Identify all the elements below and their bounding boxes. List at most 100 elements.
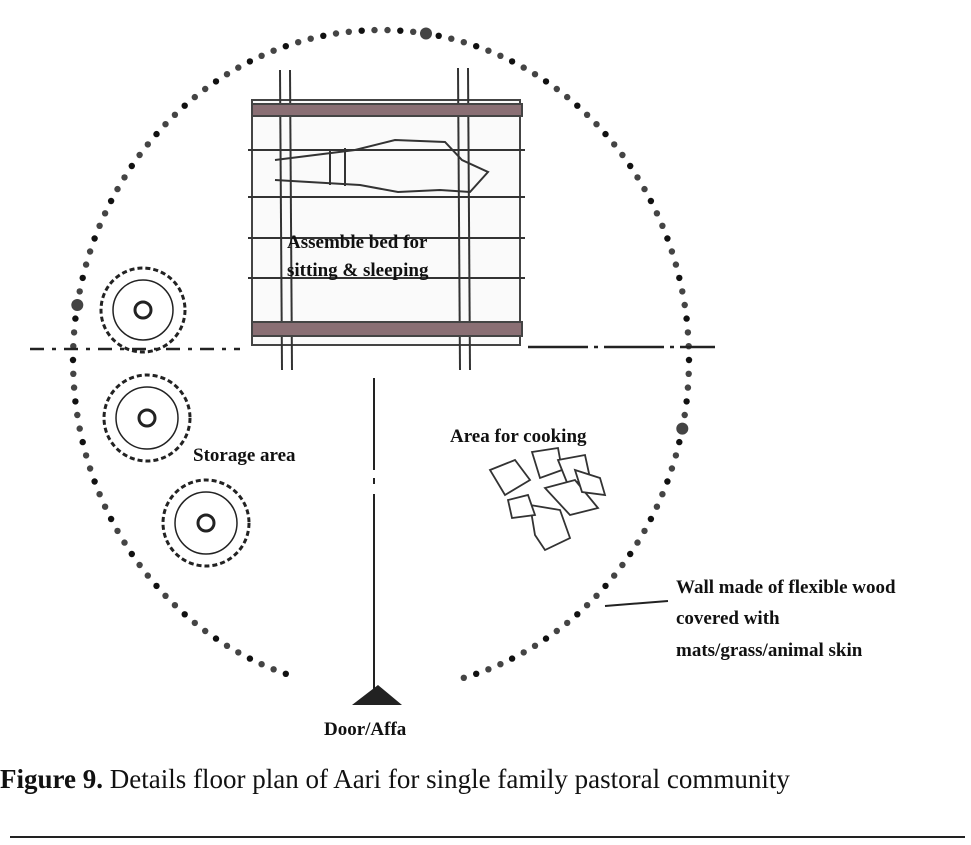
wall-dot xyxy=(520,64,527,71)
wall-dot xyxy=(574,611,581,618)
wall-dot xyxy=(121,174,128,181)
wall-dot xyxy=(295,39,302,46)
wall-dot xyxy=(602,582,609,590)
wall-dot xyxy=(611,572,618,579)
wall-dot xyxy=(410,28,417,35)
wall-dot xyxy=(508,655,516,662)
wall-dot xyxy=(76,425,83,432)
wall-dot xyxy=(72,398,79,405)
wall-dot xyxy=(96,491,103,498)
horizontal-axis-line xyxy=(30,345,715,351)
wall-dot xyxy=(91,235,98,242)
wall-dot xyxy=(542,635,550,642)
wall-dot xyxy=(574,102,581,109)
wall-dot xyxy=(653,503,661,510)
bed-drawing xyxy=(248,67,525,371)
wall-dot xyxy=(86,248,94,255)
wall-dot xyxy=(153,582,160,590)
wall-dot xyxy=(181,611,188,618)
wall-dot xyxy=(114,527,121,535)
storage-granary xyxy=(161,478,251,568)
wall-dot xyxy=(358,27,365,34)
wall-dot xyxy=(676,422,689,435)
wall-dot xyxy=(121,539,128,546)
wall-dot xyxy=(136,561,143,569)
wall-dot xyxy=(497,661,504,668)
wall-dot xyxy=(634,174,641,181)
wall-dot xyxy=(212,78,220,85)
wall-dot xyxy=(76,288,83,295)
wall-dot xyxy=(473,670,480,677)
wall-dot xyxy=(664,235,671,242)
wall-dot xyxy=(460,39,467,46)
wall-dot xyxy=(235,649,242,656)
wall-dot xyxy=(107,515,115,523)
wall-dot xyxy=(101,210,109,217)
wall-dot xyxy=(659,222,666,229)
wall-dot xyxy=(69,356,77,364)
wall-dot xyxy=(128,550,135,558)
wall-dot xyxy=(86,465,94,472)
wall-dot xyxy=(79,438,86,446)
wall-dot xyxy=(70,329,78,336)
wall-dot xyxy=(202,627,209,635)
wall-dot xyxy=(681,301,688,309)
wall-dot xyxy=(583,111,591,119)
wall-dot xyxy=(520,649,527,656)
storage-granary xyxy=(102,373,192,463)
wall-dot xyxy=(181,102,188,109)
wall-dot xyxy=(282,670,289,677)
wall-dot xyxy=(71,299,84,311)
wall-dot xyxy=(320,32,327,39)
figure-caption: Figure 9. Details floor plan of Aari for… xyxy=(0,764,971,795)
wall-dot xyxy=(611,141,618,148)
wall-dot xyxy=(647,197,655,205)
wall-dot xyxy=(144,572,151,579)
wall-dot xyxy=(70,370,77,377)
cooking-hearth-stones xyxy=(488,446,607,552)
figure-number: Figure 9. xyxy=(0,764,103,794)
wall-dot xyxy=(627,550,634,558)
wall-dot xyxy=(460,674,467,681)
wall-dot xyxy=(212,635,220,642)
bottom-rule xyxy=(10,836,965,838)
wall-dot xyxy=(70,384,78,391)
wall-dot xyxy=(619,561,626,569)
wall-dot xyxy=(497,52,504,59)
wall-dot xyxy=(153,130,160,138)
wall-dot xyxy=(307,35,314,42)
wall-dot xyxy=(684,384,692,391)
wall-label-line1: Wall made of flexible wood xyxy=(676,577,896,598)
wall-dot xyxy=(82,261,90,268)
wall-dot xyxy=(246,58,254,65)
wall-dot xyxy=(564,619,571,627)
wall-dot xyxy=(485,666,492,673)
wall-dot xyxy=(171,602,179,609)
wall-dot xyxy=(473,43,480,50)
wall-dot xyxy=(659,491,666,498)
figure-caption-text: Details floor plan of Aari for single fa… xyxy=(103,764,790,794)
wall-dot xyxy=(653,210,661,217)
wall-dot xyxy=(162,592,169,599)
wall-dot xyxy=(72,315,79,322)
wall-dot xyxy=(676,438,683,446)
circular-wall-dots xyxy=(69,26,693,681)
bed-label-line1: Assemble bed for xyxy=(287,232,428,253)
wall-dot xyxy=(685,356,693,364)
wall-dot xyxy=(101,503,109,510)
wall-dot xyxy=(144,141,151,148)
wall-dot xyxy=(564,93,571,101)
wall-dot xyxy=(683,398,690,405)
wall-label-line2: covered with xyxy=(676,608,780,629)
wall-dot xyxy=(202,85,209,93)
wall-dot xyxy=(235,64,242,71)
wall-dot xyxy=(79,274,86,282)
wall-dot xyxy=(684,329,692,336)
wall-dot xyxy=(619,151,626,159)
wall-dot xyxy=(641,527,648,535)
wall-dot xyxy=(531,642,539,649)
wall-dot xyxy=(672,452,680,459)
wall-dot xyxy=(485,47,492,54)
wall-dot xyxy=(553,85,560,93)
wall-dot xyxy=(668,248,676,255)
